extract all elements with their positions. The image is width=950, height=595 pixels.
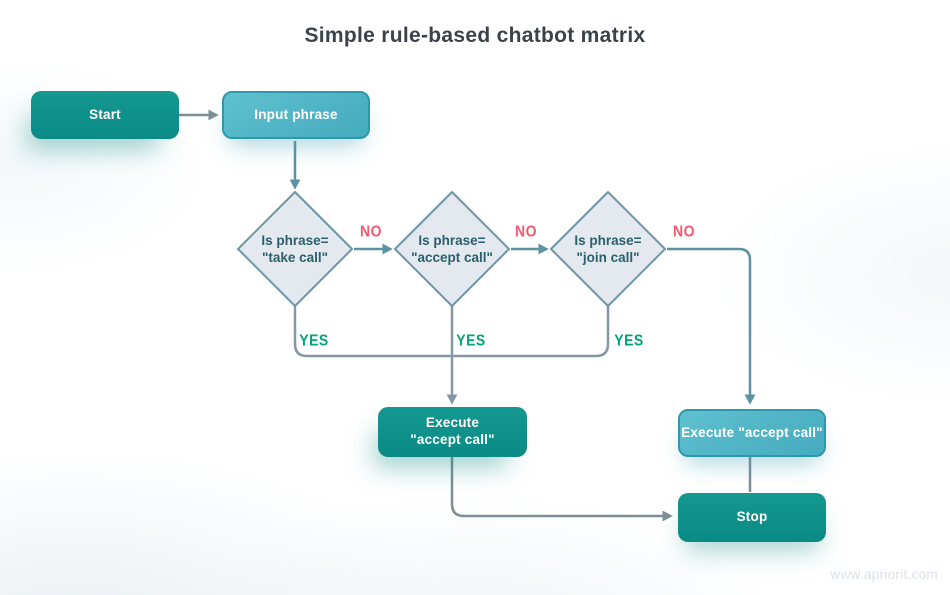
node-execute-main-line1: Execute (425, 415, 480, 431)
node-execute-main-line2: "accept call" (410, 432, 495, 447)
decision-accept-call-line1: Is phrase= (418, 233, 486, 248)
decision-diamond-take-call (237, 191, 353, 307)
decision-join-call-line1: Is phrase= (574, 233, 642, 248)
decision-take-call-line1: Is phrase= (261, 233, 329, 248)
node-execute-alt-label: Execute "accept call" (681, 424, 823, 440)
node-start: Start (31, 91, 179, 139)
node-stop: Stop (678, 493, 826, 542)
decision-take-call-label: Is phrase= "take call" (225, 232, 365, 266)
decision-take-call-line2: "take call" (261, 250, 329, 265)
node-execute-accept-call-main: Execute "accept call" (378, 407, 527, 457)
watermark: www.apriorit.com (830, 567, 938, 582)
decision-accept-call-line2: "accept call" (411, 250, 493, 265)
edge-label-yes-2: YES (456, 331, 486, 349)
decision-join-call-label: Is phrase= "join call" (538, 232, 678, 266)
decision-diamond-accept-call (394, 191, 510, 307)
node-input-phrase: Input phrase (222, 91, 370, 139)
page-title: Simple rule-based chatbot matrix (304, 24, 646, 47)
decision-diamond-join-call (550, 191, 666, 307)
edge-label-no-3: NO (673, 222, 695, 240)
node-start-label: Start (89, 106, 121, 122)
decision-join-call-line2: "join call" (576, 250, 640, 265)
node-execute-main-label: Execute "accept call" (410, 415, 494, 449)
edge-label-yes-1: YES (299, 331, 329, 349)
edge-label-yes-3: YES (614, 331, 644, 349)
node-execute-accept-call-alt: Execute "accept call" (678, 409, 826, 457)
node-stop-label: Stop (736, 509, 768, 525)
edge-label-no-1: NO (360, 222, 382, 240)
decision-accept-call-label: Is phrase= "accept call" (382, 232, 522, 266)
edge-label-no-2: NO (515, 222, 537, 240)
node-input-phrase-label: Input phrase (254, 106, 338, 122)
edge-execute-main-to-stop (450, 457, 673, 522)
edge-no-decision3-to-execute-alt (667, 247, 756, 405)
